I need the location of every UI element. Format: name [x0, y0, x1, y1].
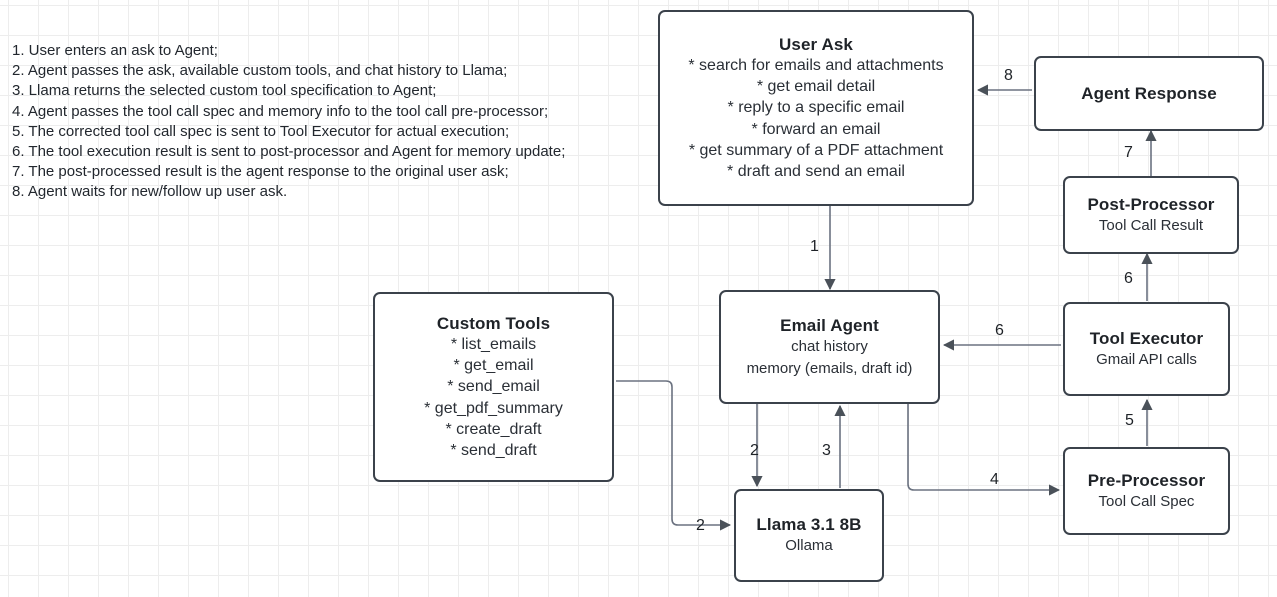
node-line: * list_emails	[450, 335, 537, 353]
edge-label-6-post: 6	[1124, 270, 1133, 287]
edge-label-8: 8	[1004, 67, 1013, 84]
node-pre-processor[interactable]: Pre-Processor Tool Call Spec	[1063, 447, 1230, 535]
node-tool-executor[interactable]: Tool Executor Gmail API calls	[1063, 302, 1230, 396]
node-subtitle: Ollama	[785, 537, 833, 554]
node-title: Pre-Processor	[1087, 470, 1206, 490]
node-title: Llama 3.1 8B	[756, 515, 862, 534]
node-subtitle: chat history	[791, 337, 868, 355]
node-title: Agent Response	[1081, 84, 1217, 103]
node-agent-response[interactable]: Agent Response	[1034, 56, 1264, 131]
node-title: Custom Tools	[436, 313, 551, 333]
edge-label-2-tools: 2	[696, 517, 705, 534]
node-line: * search for emails and attachments	[688, 56, 944, 74]
node-line: * create_draft	[445, 420, 542, 438]
edge-label-5: 5	[1125, 412, 1134, 429]
step-item: 2. Agent passes the ask, available custo…	[12, 62, 508, 80]
node-subtitle: memory (emails, draft id)	[746, 359, 913, 377]
node-post-processor[interactable]: Post-Processor Tool Call Result	[1063, 176, 1239, 254]
steps-list: 1. User enters an ask to Agent; 2. Agent…	[12, 41, 565, 203]
node-line: * get summary of a PDF attachment	[688, 141, 944, 159]
node-line: * send_draft	[450, 442, 537, 460]
node-subtitle: Tool Call Result	[1098, 216, 1204, 234]
step-item: 5. The corrected tool call spec is sent …	[12, 122, 510, 140]
node-email-agent[interactable]: Email Agent chat history memory (emails,…	[719, 290, 940, 404]
node-line: * draft and send an email	[727, 163, 905, 181]
node-custom-tools[interactable]: Custom Tools * list_emails * get_email *…	[373, 292, 614, 482]
edge-label-2-agent: 2	[750, 442, 759, 459]
edge-label-6-agent: 6	[995, 322, 1004, 339]
edge-label-1: 1	[810, 238, 819, 255]
node-title: Tool Executor	[1089, 328, 1204, 348]
step-item: 7. The post-processed result is the agen…	[12, 163, 509, 181]
node-subtitle: Gmail API calls	[1096, 350, 1197, 368]
node-line: * send_email	[447, 378, 540, 396]
step-item: 1. User enters an ask to Agent;	[12, 42, 218, 59]
edge-custom-tools-to-llama	[616, 380, 732, 531]
step-item: 8. Agent waits for new/follow up user as…	[12, 183, 288, 201]
edge-email-agent-to-pre-processor	[907, 404, 1061, 496]
node-line: * get email detail	[756, 77, 876, 95]
edge-label-4: 4	[990, 471, 999, 488]
node-title: Post-Processor	[1087, 194, 1215, 214]
node-subtitle: Tool Call Spec	[1098, 492, 1195, 510]
step-item: 6. The tool execution result is sent to …	[12, 143, 566, 161]
edge-label-7: 7	[1124, 144, 1133, 161]
node-title: Email Agent	[780, 315, 879, 335]
node-user-ask[interactable]: User Ask * search for emails and attachm…	[658, 10, 974, 206]
step-item: 3. Llama returns the selected custom too…	[12, 82, 437, 100]
node-line: * get_pdf_summary	[424, 399, 563, 417]
node-title: User Ask	[779, 34, 853, 54]
node-line: * forward an email	[751, 120, 881, 138]
node-line: * reply to a specific email	[727, 99, 905, 117]
node-llama[interactable]: Llama 3.1 8B Ollama	[734, 489, 884, 582]
node-line: * get_email	[453, 356, 534, 374]
step-item: 4. Agent passes the tool call spec and m…	[12, 102, 549, 120]
edge-label-3: 3	[822, 442, 831, 459]
